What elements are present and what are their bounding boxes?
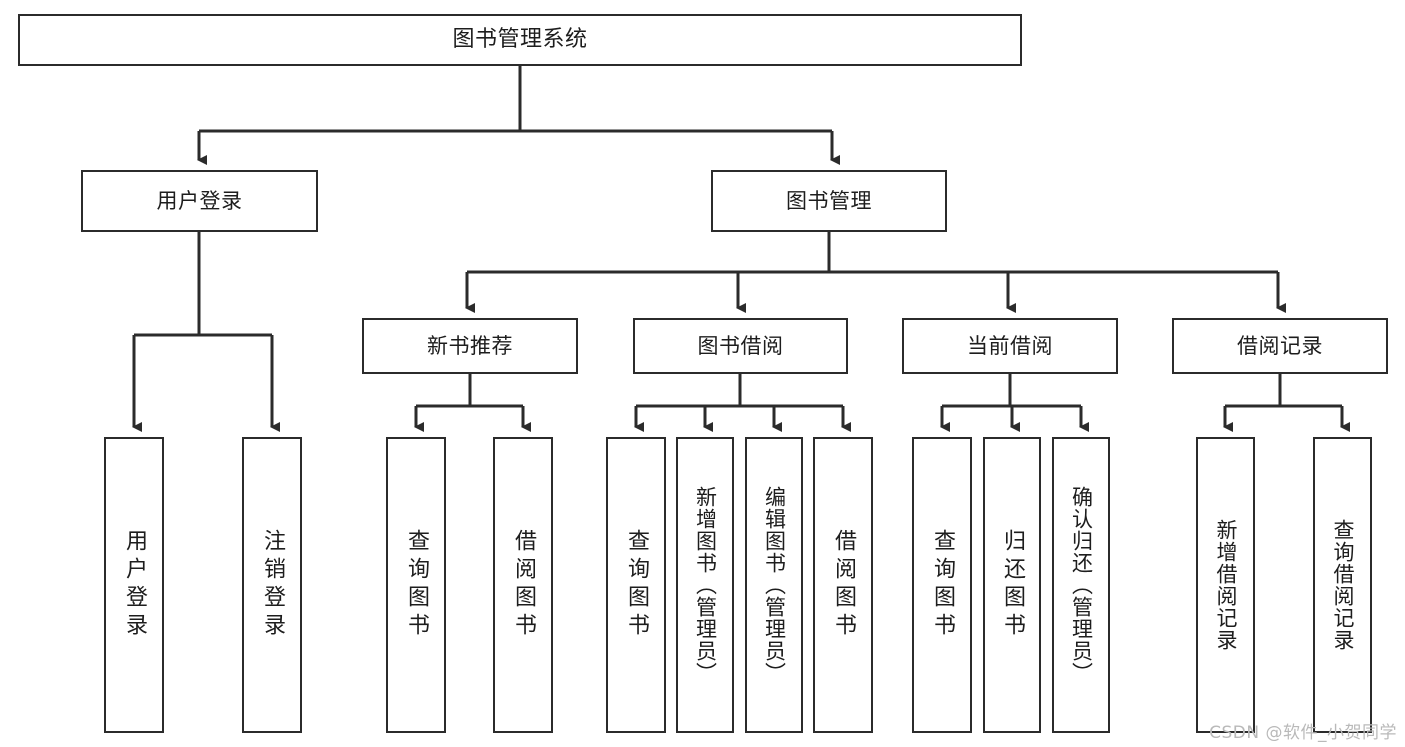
node-current-borrow[interactable]: 当前借阅	[902, 318, 1118, 374]
node-label: 新增图书（管理员）	[693, 486, 718, 684]
node-label: 图书管理系统	[452, 27, 588, 53]
node-label: 借阅图书	[831, 529, 856, 641]
node-label: 新书推荐	[427, 333, 513, 358]
node-user-login[interactable]: 用户登录	[81, 170, 318, 232]
node-label: 确认归还（管理员）	[1069, 486, 1094, 684]
leaf-user-login-logout[interactable]: 注销登录	[242, 437, 302, 733]
leaf-borrow-record-add[interactable]: 新增借阅记录	[1196, 437, 1255, 733]
leaf-user-login-login[interactable]: 用户登录	[104, 437, 164, 733]
node-label: 新增借阅记录	[1214, 519, 1238, 651]
leaf-current-borrow-confirm-return[interactable]: 确认归还（管理员）	[1052, 437, 1110, 733]
leaf-book-borrow-edit[interactable]: 编辑图书（管理员）	[745, 437, 803, 733]
node-label: 图书借阅	[697, 333, 784, 358]
node-label: 当前借阅	[967, 333, 1053, 358]
node-root-system[interactable]: 图书管理系统	[18, 14, 1022, 66]
node-label: 查询借阅记录	[1331, 519, 1355, 651]
leaf-new-book-borrow[interactable]: 借阅图书	[493, 437, 553, 733]
node-borrow-record[interactable]: 借阅记录	[1172, 318, 1388, 374]
watermark: CSDN @软件_小贺同学	[1209, 723, 1397, 743]
node-label: 查询图书	[624, 529, 649, 641]
node-label: 查询图书	[930, 529, 955, 641]
leaf-borrow-record-query[interactable]: 查询借阅记录	[1313, 437, 1372, 733]
node-book-management[interactable]: 图书管理	[711, 170, 947, 232]
node-book-borrow[interactable]: 图书借阅	[633, 318, 848, 374]
leaf-book-borrow-add[interactable]: 新增图书（管理员）	[676, 437, 734, 733]
node-label: 借阅图书	[511, 529, 536, 641]
leaf-book-borrow-query[interactable]: 查询图书	[606, 437, 666, 733]
node-label: 借阅记录	[1237, 333, 1323, 358]
node-label: 查询图书	[404, 529, 429, 641]
leaf-current-borrow-query[interactable]: 查询图书	[912, 437, 972, 733]
node-label: 归还图书	[1000, 529, 1025, 641]
node-label: 图书管理	[786, 188, 872, 213]
node-new-book-recommend[interactable]: 新书推荐	[362, 318, 578, 374]
node-label: 注销登录	[260, 529, 285, 641]
leaf-new-book-query[interactable]: 查询图书	[386, 437, 446, 733]
leaf-current-borrow-return[interactable]: 归还图书	[983, 437, 1041, 733]
node-label: 编辑图书（管理员）	[762, 486, 787, 684]
leaf-book-borrow-borrow[interactable]: 借阅图书	[813, 437, 873, 733]
node-label: 用户登录	[156, 188, 243, 213]
node-label: 用户登录	[122, 529, 147, 641]
